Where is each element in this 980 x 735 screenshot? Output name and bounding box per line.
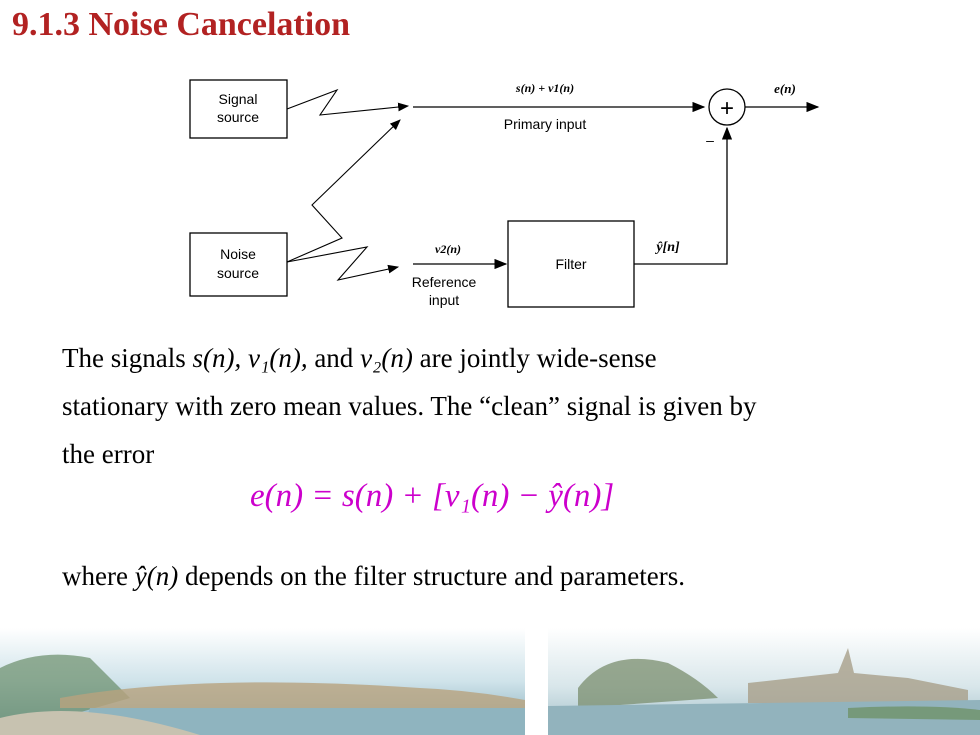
signal-source-box: Signal source	[189, 79, 288, 139]
noise-source-box: Noise source	[189, 232, 288, 297]
math-inline: s(n), v₁(n),	[192, 343, 308, 373]
noise-source-label-2: source	[217, 265, 259, 281]
noise-to-reference-path	[286, 246, 400, 281]
minus-sign: –	[706, 132, 714, 148]
paragraph-line-1: The signals s(n), v₁(n), and v₂(n) are j…	[62, 338, 657, 378]
decorative-river-photo	[548, 628, 980, 735]
slide-title: 9.1.3 Noise Cancelation	[12, 6, 351, 43]
math-inline: ŷ(n)	[134, 561, 179, 591]
text-segment: depends on the filter structure and para…	[178, 561, 685, 591]
paragraph-line-4: where ŷ(n) depends on the filter structu…	[62, 556, 685, 596]
text-segment: where	[62, 561, 135, 591]
output-label: e(n)	[774, 81, 796, 96]
signal-channel-path	[286, 88, 410, 116]
filter-label: Filter	[555, 256, 586, 272]
decorative-bridge-photo	[0, 628, 525, 735]
reference-label-1: Reference	[412, 274, 477, 290]
filter-output-path	[634, 126, 733, 265]
reference-signal-label: v2(n)	[435, 242, 461, 256]
noise-cancelation-diagram: Signal source Noise source Filter s(n) +…	[189, 79, 820, 308]
signal-source-label-2: source	[217, 109, 259, 125]
filter-output-label: ŷ[n]	[654, 240, 680, 255]
adder: +	[708, 88, 746, 126]
reference-label-2: input	[429, 292, 459, 308]
noise-to-primary-path	[286, 119, 401, 263]
text-segment: are jointly wide-sense	[412, 343, 657, 373]
adder-plus-sign: +	[720, 95, 734, 122]
noise-source-label-1: Noise	[220, 246, 256, 262]
error-equation: e(n) = s(n) + [v₁(n) − ŷ(n)]	[250, 478, 615, 514]
paragraph-line-2: stationary with zero mean values. The “c…	[62, 391, 757, 421]
math-inline: v₂(n)	[360, 343, 413, 373]
primary-signal-label: s(n) + v1(n)	[515, 81, 574, 95]
filter-box: Filter	[507, 220, 635, 308]
text-segment: and	[307, 343, 361, 373]
text-segment: The signals	[62, 343, 193, 373]
paragraph-line-3: the error	[62, 439, 155, 469]
signal-source-label-1: Signal	[219, 91, 258, 107]
primary-input-label: Primary input	[504, 116, 587, 132]
